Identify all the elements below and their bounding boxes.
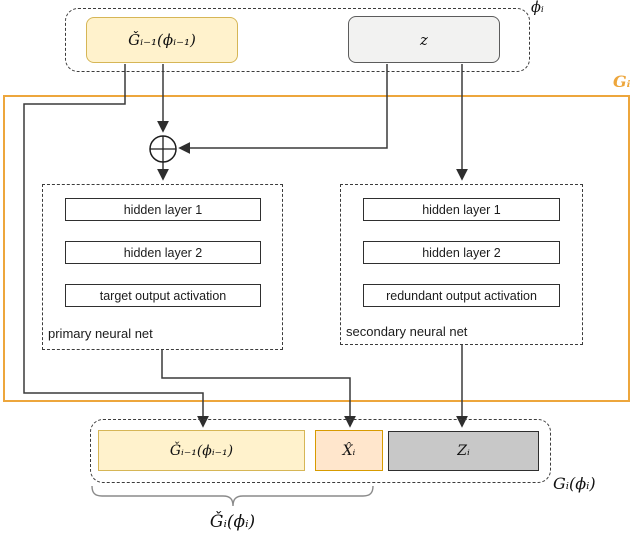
secondary-hidden-layer-2: hidden layer 2 [363, 241, 560, 264]
arrow-primary-to-target-output [161, 350, 356, 428]
primary-output-activation-label: target output activation [99, 288, 227, 303]
redundant-output-text: Zᵢ [457, 443, 470, 459]
prev-output-box: Ǧᵢ₋₁(ϕᵢ₋₁) [98, 430, 305, 471]
redundant-output-box: Zᵢ [388, 431, 539, 471]
input-group-frame [65, 8, 530, 72]
secondary-net-frame [340, 184, 583, 345]
target-output-text: X̂ᵢ [342, 442, 356, 459]
primary-hidden-layer-2: hidden layer 2 [65, 241, 261, 264]
input-group-label: ϕᵢ [531, 0, 544, 16]
secondary-net-label: secondary neural net [346, 324, 468, 339]
gi-region-label: Gᵢ [613, 72, 631, 91]
xor-icon [149, 135, 177, 163]
arrow-noise-to-xor [178, 64, 388, 154]
output-group-label: Gᵢ(ϕᵢ) [553, 474, 596, 493]
noise-box: z [348, 16, 500, 63]
primary-hidden-layer-1-label: hidden layer 1 [123, 202, 203, 217]
primary-hidden-layer-1: hidden layer 1 [65, 198, 261, 221]
primary-net-frame [42, 184, 283, 350]
gi-region-frame [3, 95, 630, 402]
arrow-prev-to-bottom-output [23, 64, 209, 428]
primary-output-activation: target output activation [65, 284, 261, 307]
primary-hidden-layer-2-label: hidden layer 2 [123, 245, 203, 260]
secondary-hidden-layer-1: hidden layer 1 [363, 198, 560, 221]
prev-generator-box: Ǧᵢ₋₁(ϕᵢ₋₁) [86, 17, 238, 63]
curly-brace [91, 485, 374, 507]
secondary-hidden-layer-2-label: hidden layer 2 [422, 245, 501, 260]
prev-generator-text: Ǧᵢ₋₁(ϕᵢ₋₁) [128, 31, 196, 49]
target-output-box: X̂ᵢ [315, 430, 383, 471]
output-group-frame [90, 419, 551, 483]
prev-output-text: Ǧᵢ₋₁(ϕᵢ₋₁) [169, 442, 234, 459]
brace-label: Ǧᵢ(ϕᵢ) [209, 512, 256, 532]
primary-net-label: primary neural net [48, 326, 153, 341]
secondary-output-activation-label: redundant output activation [386, 288, 537, 303]
secondary-hidden-layer-1-label: hidden layer 1 [422, 202, 501, 217]
secondary-output-activation: redundant output activation [363, 284, 560, 307]
noise-text: z [420, 30, 428, 49]
